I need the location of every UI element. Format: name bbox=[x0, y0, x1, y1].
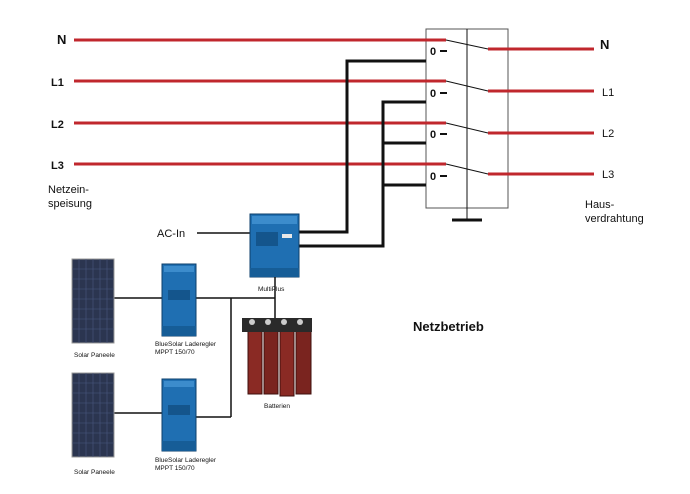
inverter-output-wires bbox=[299, 59, 426, 248]
label-grid-n: N bbox=[57, 32, 66, 47]
label-charge-controller-1b: MPPT 150/70 bbox=[155, 349, 195, 356]
label-house-wiring-2: verdrahtung bbox=[585, 213, 644, 225]
switch-blades bbox=[445, 39, 489, 175]
blade-l1 bbox=[445, 80, 489, 92]
blade-l2 bbox=[445, 122, 489, 134]
charge-controller-2 bbox=[161, 378, 197, 452]
label-batteries: Batterien bbox=[264, 403, 290, 410]
solar-panel-2 bbox=[71, 372, 115, 458]
charge-controller-1 bbox=[161, 263, 197, 337]
blade-l3 bbox=[445, 163, 489, 175]
label-charge-controller-2b: MPPT 150/70 bbox=[155, 465, 195, 472]
label-grid-l2: L2 bbox=[51, 119, 64, 131]
label-solar-panels-2: Solar Paneele bbox=[74, 469, 115, 476]
switch-state-n: 0 bbox=[430, 46, 436, 58]
label-solar-panels-1: Solar Paneele bbox=[74, 352, 115, 359]
label-grid-l3: L3 bbox=[51, 160, 64, 172]
label-house-l2: L2 bbox=[602, 128, 614, 140]
battery-bank bbox=[242, 318, 312, 397]
wire-n-out bbox=[299, 59, 426, 234]
label-house-l1: L1 bbox=[602, 87, 614, 99]
label-charge-controller-2a: BlueSolar Laderegler bbox=[155, 457, 217, 464]
switch-state-l3: 0 bbox=[430, 171, 436, 183]
house-phase-lines bbox=[488, 47, 594, 176]
label-grid-l1: L1 bbox=[51, 77, 64, 89]
label-inverter: MultiPlus bbox=[258, 286, 285, 293]
label-house-wiring-1: Haus- bbox=[585, 199, 615, 211]
label-house-l3: L3 bbox=[602, 169, 614, 181]
wire-l-out bbox=[299, 100, 426, 248]
switch-state-labels: 0 0 0 0 bbox=[430, 46, 447, 183]
label-charge-controller-1a: BlueSolar Laderegler bbox=[155, 341, 217, 348]
label-ac-in: AC-In bbox=[157, 228, 185, 240]
label-house-n: N bbox=[600, 37, 609, 52]
switch-state-l2: 0 bbox=[430, 129, 436, 141]
label-grid-feed-1: Netzein- bbox=[48, 184, 89, 196]
label-mode: Netzbetrieb bbox=[413, 319, 484, 334]
blade-n bbox=[445, 39, 489, 50]
multiplus-inverter bbox=[249, 213, 300, 278]
switch-state-l1: 0 bbox=[430, 88, 436, 100]
solar-panel-1 bbox=[71, 258, 115, 344]
dc-bus-wires bbox=[113, 277, 276, 418]
label-grid-feed-2: speisung bbox=[48, 198, 92, 210]
